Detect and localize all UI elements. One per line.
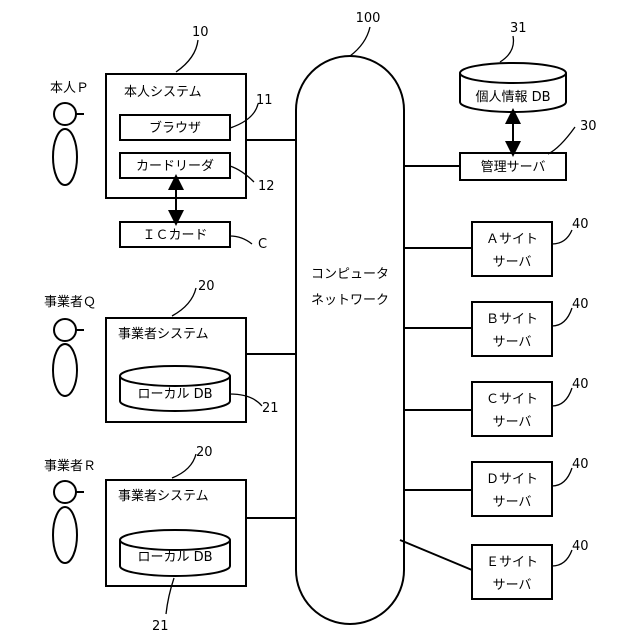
ic-card-ref: C: [258, 237, 267, 252]
browser-label: ブラウザ: [149, 120, 201, 136]
link-site-e: [400, 540, 472, 570]
site-server-a-line2: サーバ: [493, 255, 532, 270]
site-server-b-line2: サーバ: [493, 335, 532, 350]
business-q-system-ref: 20: [198, 279, 215, 294]
leader-30: [548, 127, 575, 154]
mgmt-server-label: 管理サーバ: [481, 160, 546, 175]
site-server-c-ref: 40: [572, 377, 589, 392]
leader-40-b: [552, 308, 572, 326]
site-server-e-line2: サーバ: [493, 578, 532, 593]
site-server-b-ref: 40: [572, 297, 589, 312]
network-label-line2: ネットワーク: [311, 293, 389, 308]
mgmt-server-ref: 30: [580, 119, 597, 134]
leader-21-r: [166, 578, 174, 614]
leader-100: [350, 27, 370, 56]
leader-11: [230, 104, 258, 128]
site-server-b-line1: Ｂサイト: [486, 312, 538, 327]
site-server-e-ref: 40: [572, 539, 589, 554]
site-server-d-line2: サーバ: [493, 495, 532, 510]
personal-db-label: 個人情報 DB: [475, 90, 550, 105]
browser-ref: 11: [256, 93, 273, 108]
card-reader-label: カードリーダ: [136, 159, 214, 174]
person-p-icon: [53, 103, 84, 185]
person-q-icon: [53, 319, 84, 396]
computer-network-shape: [296, 56, 404, 624]
leader-40-a: [552, 230, 572, 244]
network-label-line1: コンピュータ: [311, 267, 389, 282]
person-r-icon: [53, 481, 84, 563]
business-r-db-label: ローカル DB: [137, 550, 212, 565]
leader-40-d: [552, 468, 572, 486]
leader-12: [230, 166, 254, 182]
card-reader-ref: 12: [258, 179, 275, 194]
leader-10: [176, 40, 198, 72]
site-server-d-ref: 40: [572, 457, 589, 472]
ic-card-label: ＩＣカード: [142, 228, 207, 243]
site-server-e-line1: Ｅサイト: [486, 555, 538, 570]
leader-31: [500, 36, 513, 62]
personal-db-ref: 31: [510, 21, 527, 36]
leader-c: [230, 236, 252, 244]
site-server-c-line1: Ｃサイト: [486, 392, 538, 407]
business-q-db-label: ローカル DB: [137, 387, 212, 402]
site-server-a-ref: 40: [572, 217, 589, 232]
leader-40-c: [552, 388, 572, 406]
site-server-d-line1: Ｄサイト: [486, 472, 538, 487]
person-p-label: 本人Ｐ: [50, 81, 89, 96]
person-q-label: 事業者Ｑ: [44, 294, 96, 310]
business-r-db-ref: 21: [152, 619, 169, 634]
site-server-a-line1: Ａサイト: [486, 232, 538, 247]
business-q-db-ref: 21: [262, 401, 279, 416]
business-r-system-title: 事業者システム: [118, 488, 209, 504]
leader-40-e: [552, 550, 572, 566]
business-r-system-ref: 20: [196, 445, 213, 460]
business-q-system-title: 事業者システム: [118, 326, 209, 342]
leader-20-q: [172, 288, 196, 316]
honin-system-ref: 10: [192, 25, 209, 40]
person-r-label: 事業者Ｒ: [44, 458, 96, 474]
honin-system-title: 本人システム: [124, 85, 202, 100]
network-ref: 100: [356, 11, 381, 26]
site-server-c-line2: サーバ: [493, 415, 532, 430]
leader-20-r: [172, 454, 196, 478]
